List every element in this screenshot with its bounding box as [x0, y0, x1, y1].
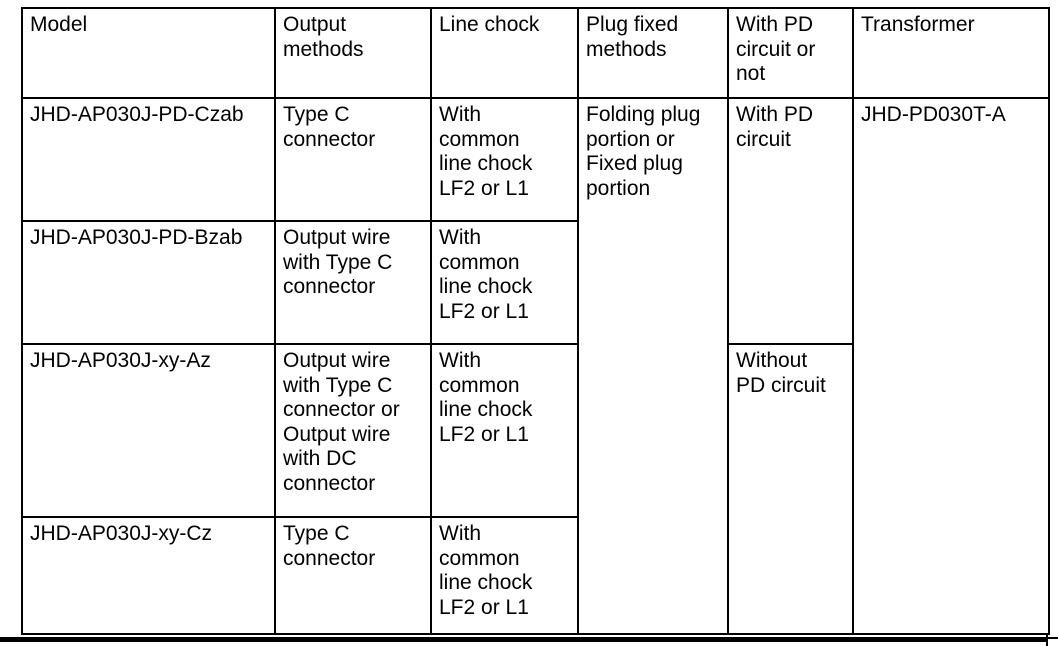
cell-line-chock: With common line chock LF2 or L1 — [430, 220, 579, 345]
table-row: JHD-AP030J-PD-Czab Type C connector With… — [21, 97, 1050, 635]
cell-model: JHD-AP030J-PD-Bzab — [21, 220, 276, 345]
bottom-thin-rule-right — [1048, 637, 1058, 639]
header-pd-circuit: With PD circuit or not — [727, 7, 854, 99]
table-row: JHD-AP030J-PD-Bzab Output wire with Type… — [21, 220, 1049, 345]
cell-pd-circuit-without: Without PD circuit — [727, 343, 854, 635]
table-right-border-extension — [1046, 633, 1048, 646]
table-row: JHD-AP030J-xy-Az Output wire with Type C… — [21, 343, 1049, 635]
cell-line-chock: With common line chock LF2 or L1 — [430, 343, 579, 518]
header-line-chock: Line chock — [430, 7, 579, 99]
header-plug-fixed-methods: Plug fixed methods — [577, 7, 729, 99]
header-row: Model Output methods Line chock Plug fix… — [21, 7, 1050, 99]
cell-model: JHD-AP030J-xy-Az — [21, 343, 276, 518]
header-model: Model — [21, 7, 276, 99]
bottom-thick-rule — [0, 637, 1048, 642]
cell-output-methods: Type C connector — [274, 97, 432, 222]
cell-line-chock: With common line chock LF2 or L1 — [430, 97, 579, 222]
product-spec-table: Model Output methods Line chock Plug fix… — [21, 7, 1050, 635]
cell-model: JHD-AP030J-xy-Cz — [21, 516, 276, 635]
cell-plug-fixed-methods: Folding plug portion or Fixed plug porti… — [577, 97, 729, 635]
cell-transformer: JHD-PD030T-A — [852, 97, 1050, 635]
cell-pd-circuit-with: With PD circuit — [727, 97, 854, 345]
cell-output-methods: Type C connector — [274, 516, 432, 635]
cell-output-methods: Output wire with Type C connector or Out… — [274, 343, 432, 518]
header-transformer: Transformer — [852, 7, 1050, 99]
header-output-methods: Output methods — [274, 7, 432, 99]
table-row: JHD-AP030J-xy-Cz Type C connector With c… — [21, 516, 1049, 635]
cell-model: JHD-AP030J-PD-Czab — [21, 97, 276, 222]
cell-line-chock: With common line chock LF2 or L1 — [430, 516, 579, 635]
cell-output-methods: Output wire with Type C connector — [274, 220, 432, 345]
